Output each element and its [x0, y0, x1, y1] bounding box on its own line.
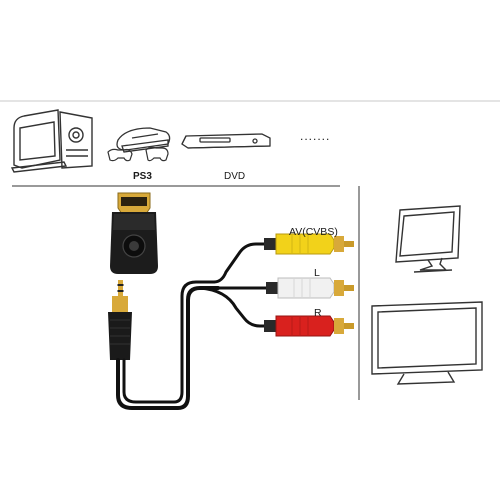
more-devices-indicator: ....... — [300, 129, 331, 143]
game-controller-icon — [107, 146, 169, 162]
hdmi-adapter — [110, 192, 158, 274]
rca-plug-left-audio — [266, 277, 354, 299]
monitor-icon — [395, 205, 461, 273]
ps3-label: PS3 — [133, 171, 152, 182]
right-audio-label: R — [314, 307, 322, 319]
left-audio-label: L — [314, 267, 320, 279]
rca-plug-video — [264, 233, 354, 255]
rca-plug-right-audio — [264, 315, 354, 337]
dvd-label: DVD — [224, 171, 246, 182]
audio-jack-plug — [108, 280, 132, 360]
cable-bundle — [116, 242, 272, 410]
tv-icon — [371, 301, 483, 385]
video-connector-label: AV(CVBS) — [289, 226, 338, 238]
dvd-player-icon — [181, 133, 271, 149]
computer-icon — [10, 109, 93, 173]
